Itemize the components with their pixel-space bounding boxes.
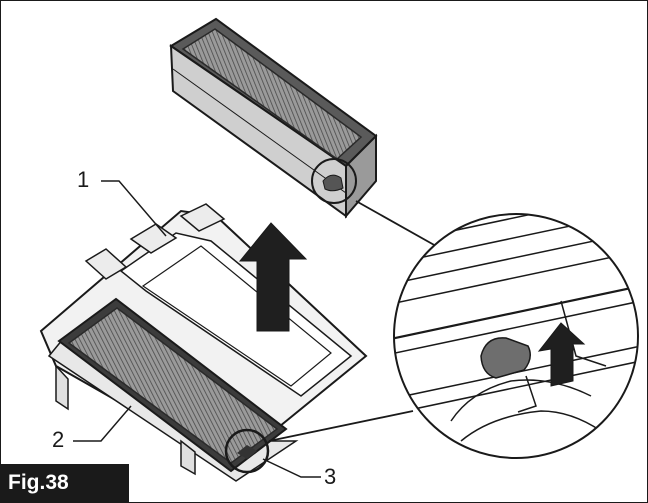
- up-arrow-icon: [537, 322, 586, 387]
- callout-1: 1: [77, 167, 90, 192]
- zoom-detail: [393, 213, 639, 459]
- callout-leader-1: [101, 180, 167, 237]
- installed-filter: [57, 297, 288, 473]
- magnifier-circle-icon: [311, 158, 357, 204]
- callout-3: 3: [324, 464, 337, 489]
- figure-label: Fig.38: [1, 464, 129, 502]
- callout-leader-3: [262, 458, 321, 478]
- magnifier-circle-icon: [224, 428, 270, 474]
- callout-leader-2: [73, 405, 132, 442]
- lifted-filter: [169, 17, 378, 219]
- callout-2: 2: [52, 427, 65, 452]
- up-arrow-icon: [238, 222, 308, 332]
